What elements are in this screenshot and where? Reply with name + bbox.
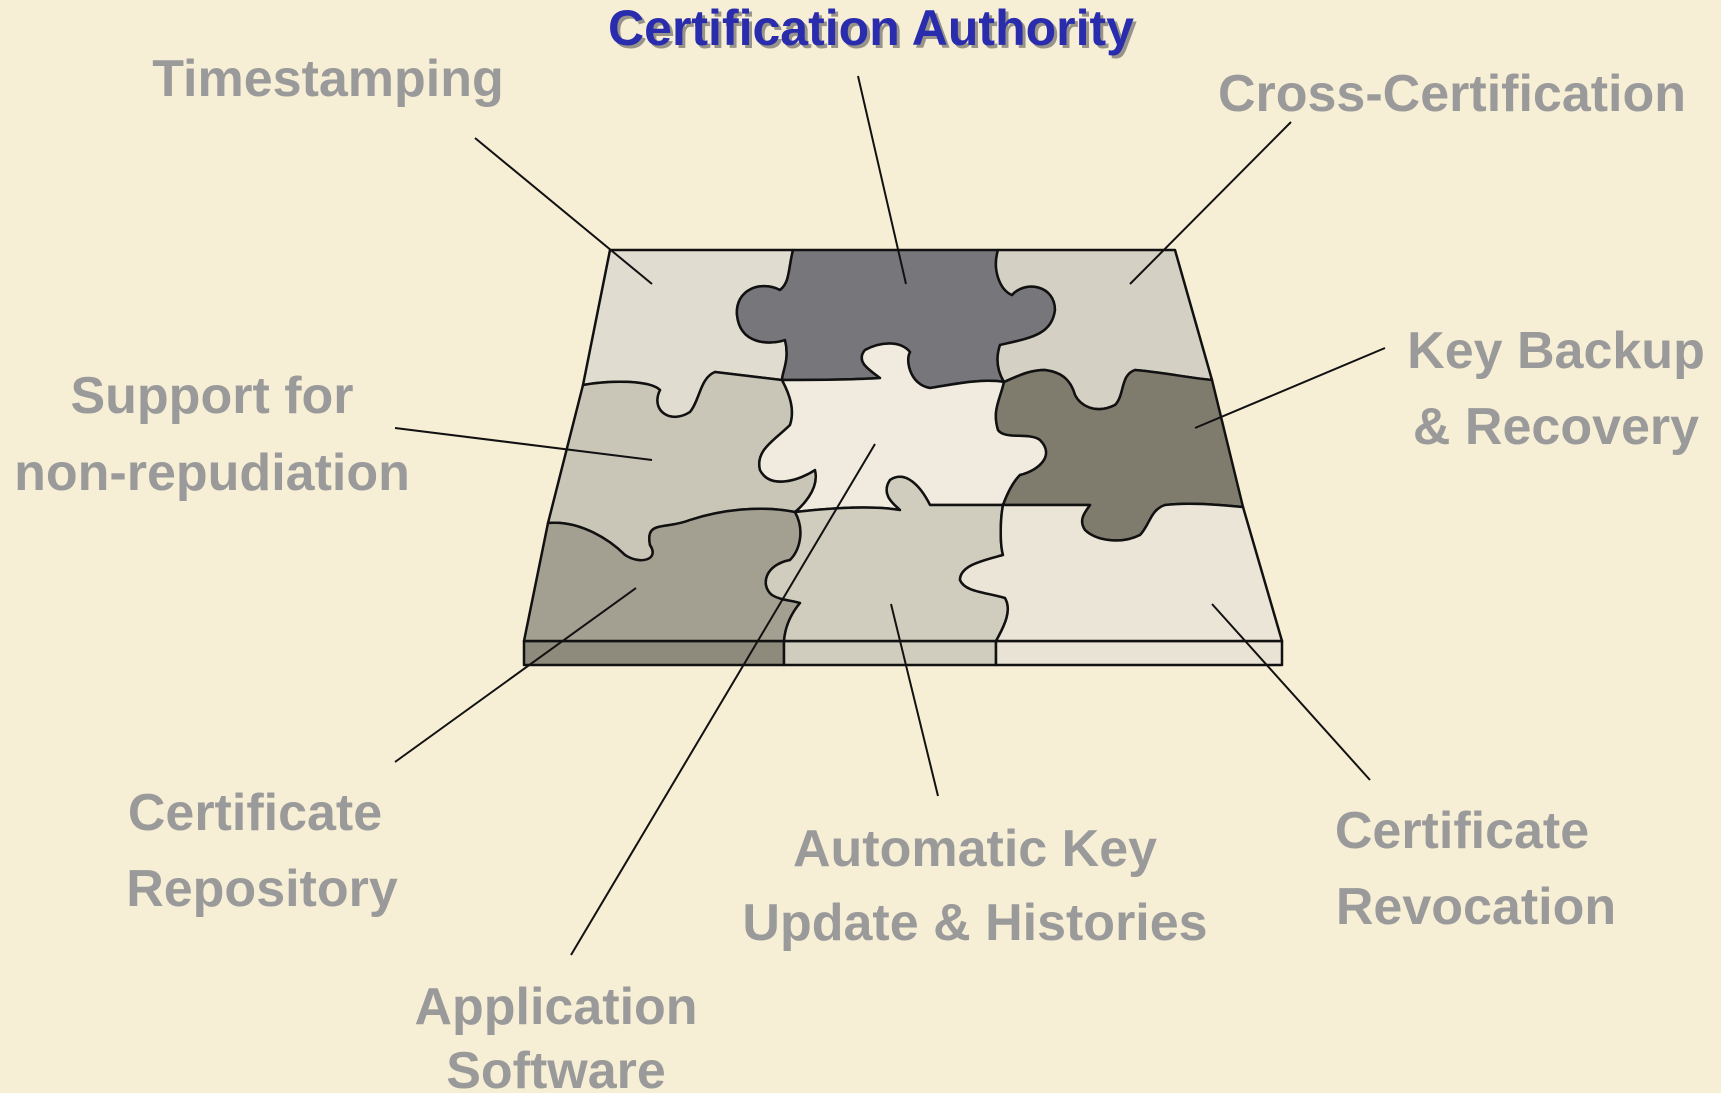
label-cert-revocation-line2: Revocation [1336, 878, 1616, 936]
base-segment-middle [782, 639, 998, 667]
label-support-nonrep-line1: Support for [70, 367, 353, 425]
leader-lines [394, 75, 1386, 956]
leader-key-backup [1194, 347, 1386, 429]
label-support-nonrep-line2: non-repudiation [14, 444, 410, 502]
base-segment-left [522, 639, 786, 667]
diagram-title: Certification Authority [608, 0, 1134, 56]
label-auto-key-update-line1: Automatic Key [793, 820, 1157, 878]
labels: Timestamping Cross-Certification Support… [14, 50, 1705, 1093]
label-application-software-line1: Application [414, 978, 697, 1036]
label-auto-key-update-line2: Update & Histories [742, 894, 1207, 952]
leader-support-nonrepudiation [394, 427, 653, 461]
leader-cross-certification [1129, 121, 1292, 285]
leader-certification-authority [857, 75, 907, 285]
label-key-backup-line2: & Recovery [1413, 398, 1699, 456]
label-application-software-line2: Software [446, 1042, 666, 1093]
leader-automatic-key-update [890, 603, 939, 797]
leader-certificate-revocation [1211, 603, 1371, 781]
leader-timestamping [474, 137, 653, 285]
leader-application-software [570, 443, 876, 956]
puzzle-pieces [522, 248, 1284, 643]
label-cross-certification: Cross-Certification [1218, 65, 1686, 123]
leader-certificate-repository [394, 587, 637, 763]
base-segment-right [994, 639, 1284, 667]
label-cert-repository-line1: Certificate [128, 784, 382, 842]
piece-certificate-revocation [958, 502, 1284, 643]
label-cert-revocation-line1: Certificate [1335, 802, 1589, 860]
label-cert-repository-line2: Repository [126, 860, 398, 918]
label-key-backup-line1: Key Backup [1407, 322, 1705, 380]
title-shadow: Certification Authority [611, 3, 1137, 59]
label-timestamping: Timestamping [152, 50, 504, 108]
piece-certificate-repository [522, 507, 802, 643]
